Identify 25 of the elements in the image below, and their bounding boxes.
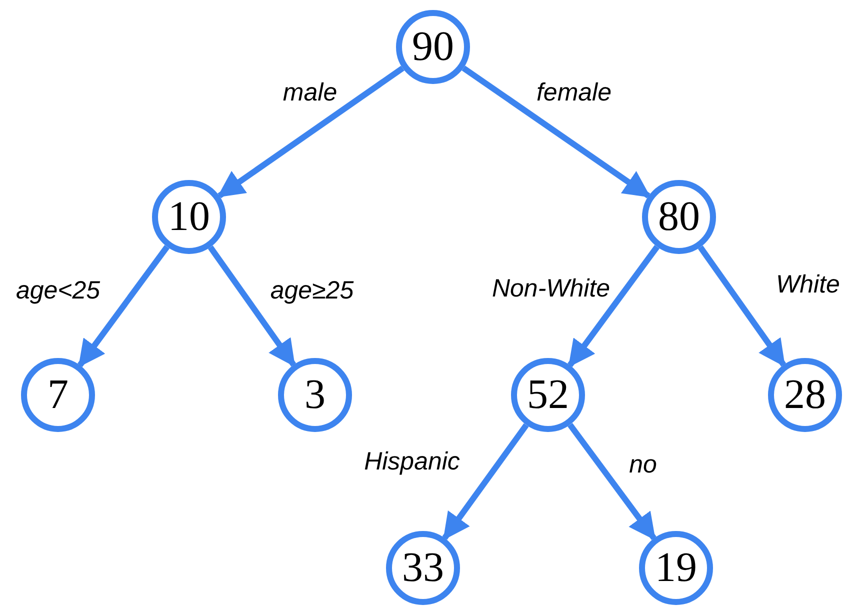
edge-label: Non-White bbox=[492, 275, 610, 303]
arrow bbox=[462, 66, 651, 198]
edge-label: White bbox=[776, 271, 840, 299]
node-count: 7 bbox=[48, 374, 68, 416]
node-count: 90 bbox=[412, 26, 454, 68]
arrow bbox=[78, 245, 170, 368]
edge-label: no bbox=[629, 451, 657, 479]
node-count: 10 bbox=[168, 196, 210, 238]
edge-label: age<25 bbox=[16, 277, 100, 305]
arrow bbox=[568, 422, 656, 540]
node-count: 19 bbox=[655, 547, 697, 589]
node-count: 52 bbox=[527, 374, 569, 416]
arrow bbox=[208, 245, 296, 367]
arrow bbox=[442, 423, 529, 540]
edge-label: female bbox=[536, 79, 612, 107]
edge-label: male bbox=[282, 79, 338, 107]
node-count: 3 bbox=[304, 374, 326, 416]
arrow bbox=[217, 66, 404, 198]
node-count: 33 bbox=[402, 547, 444, 589]
edge-label: Hispanic bbox=[364, 448, 460, 476]
arrow bbox=[568, 245, 660, 368]
arrow bbox=[698, 245, 786, 367]
node-count: 28 bbox=[784, 374, 826, 416]
node-count: 80 bbox=[658, 196, 700, 238]
edge-label: age≥25 bbox=[270, 277, 354, 305]
